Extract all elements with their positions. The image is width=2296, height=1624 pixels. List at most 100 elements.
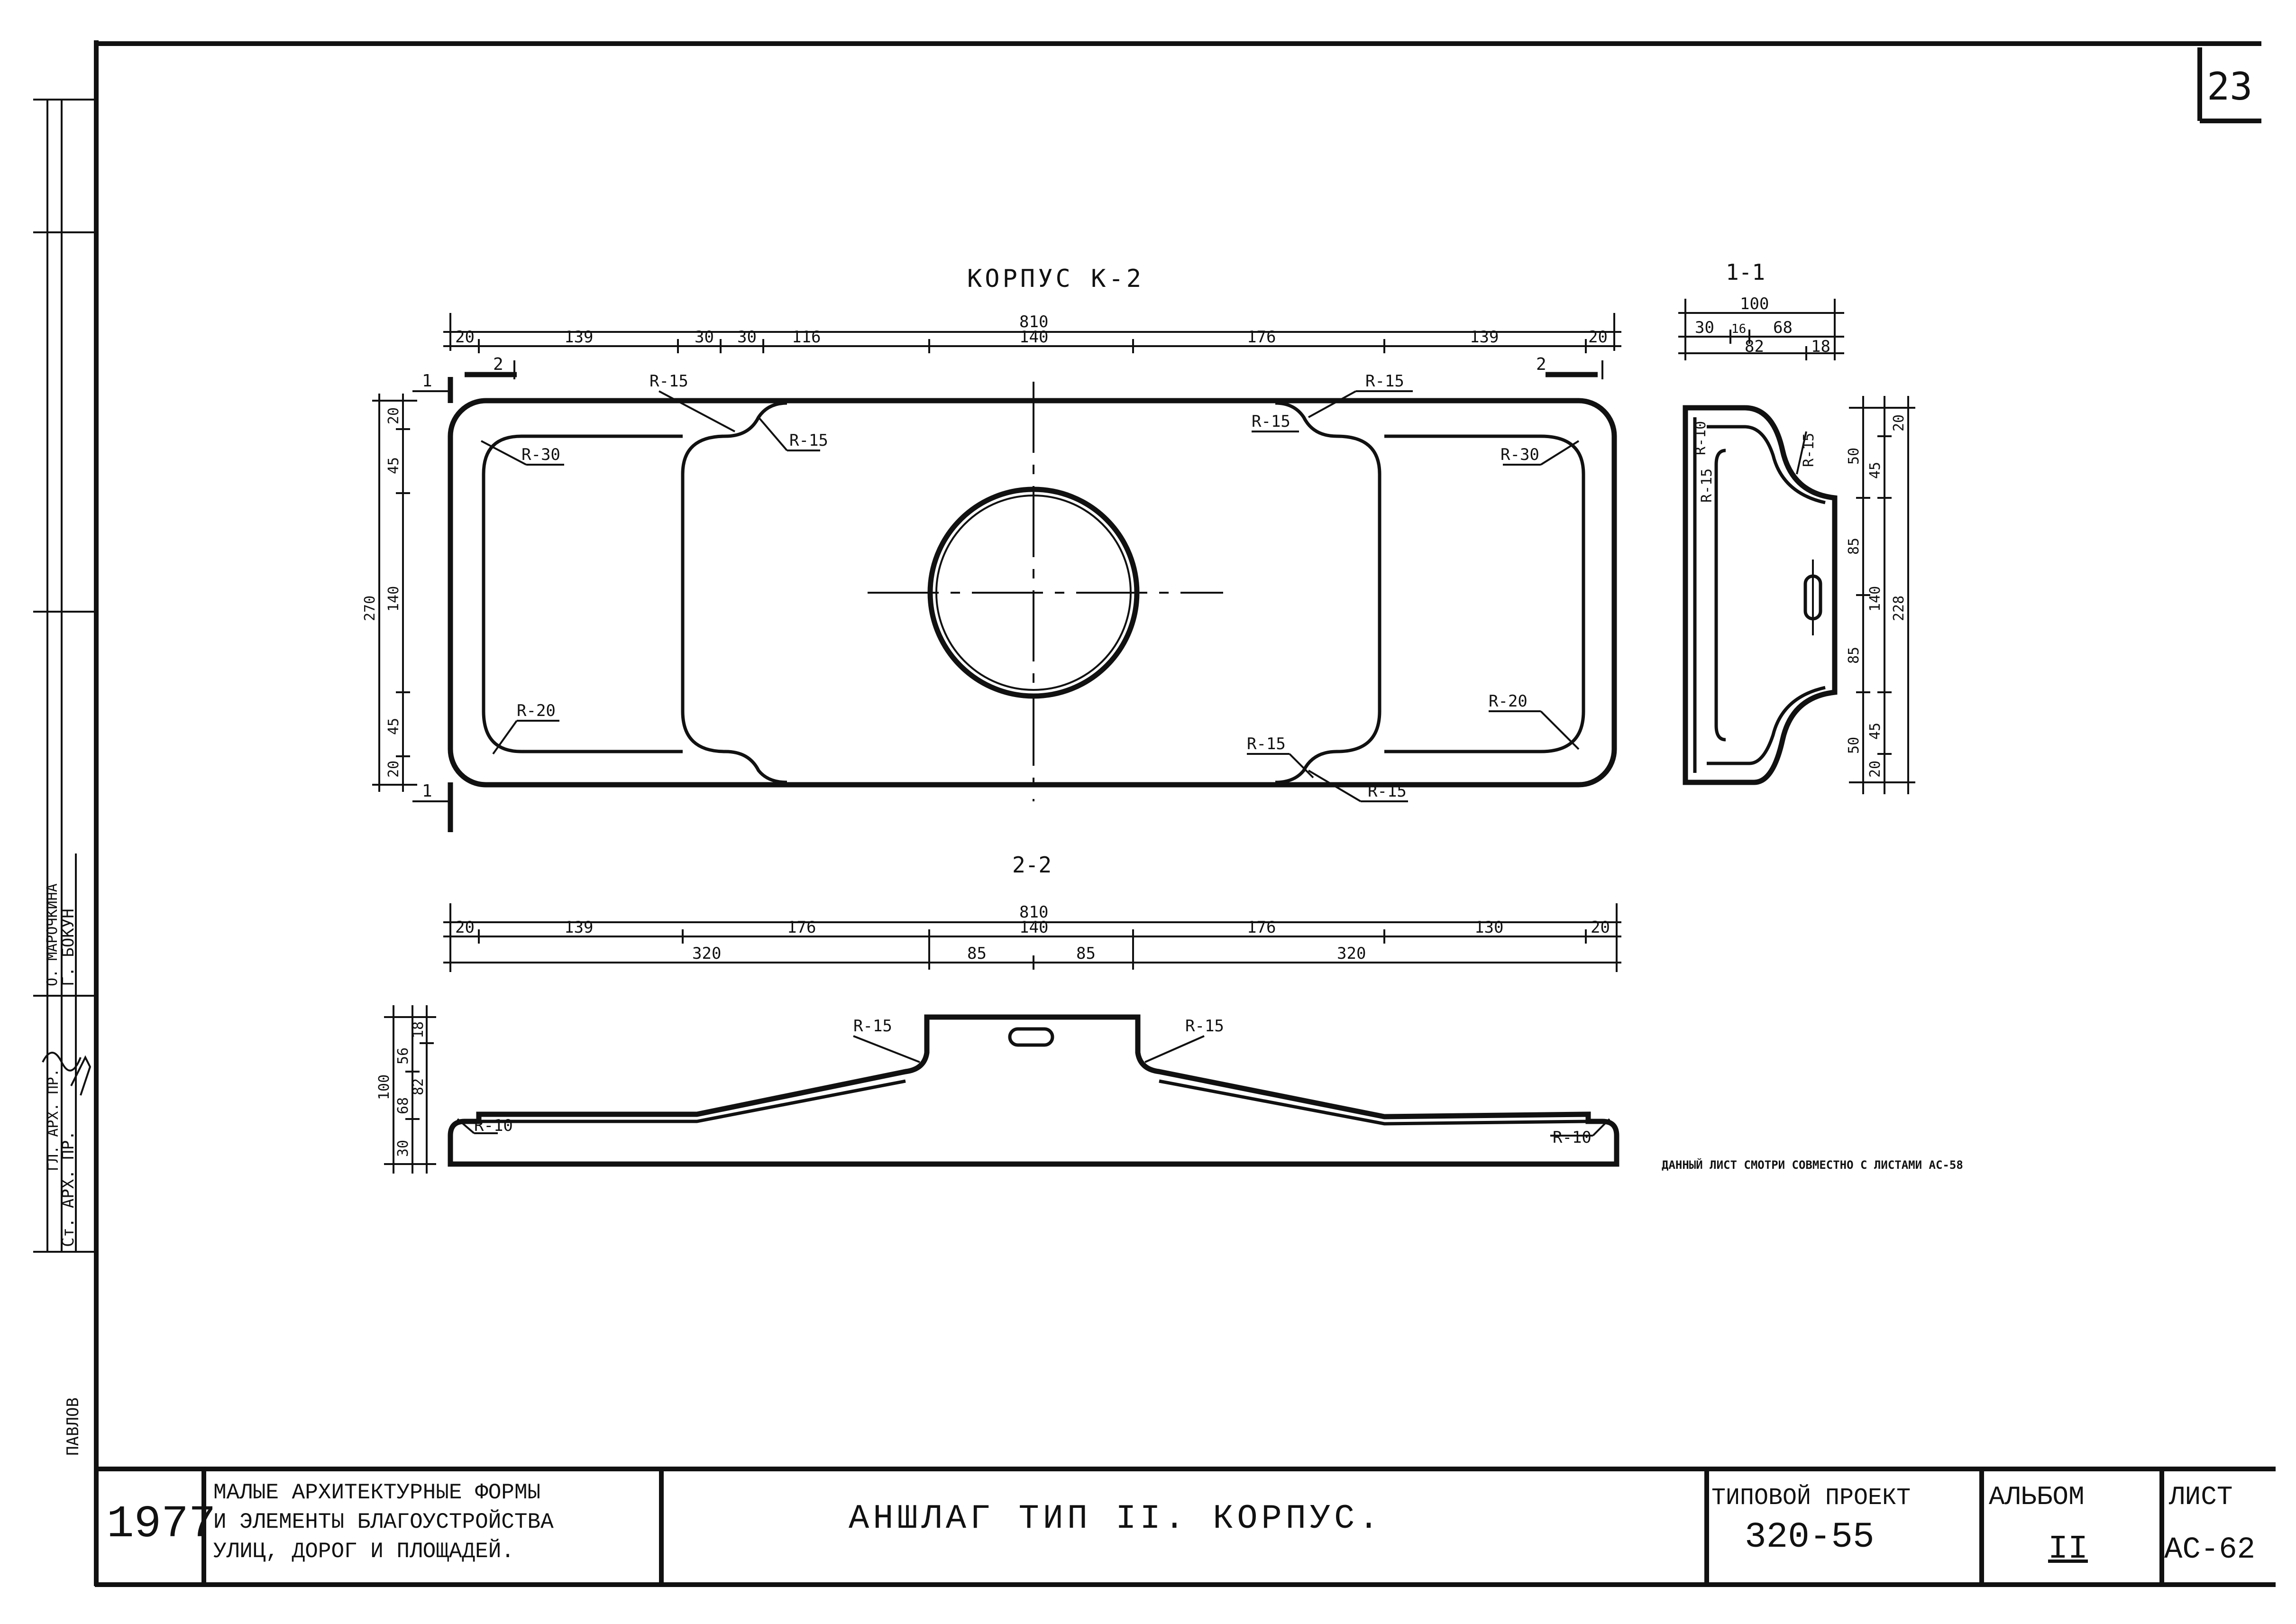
sec2-dim-left-2: 56 <box>395 1047 412 1064</box>
signature-2 <box>70 1055 91 1096</box>
stamp-type-project-number: 320-55 <box>1745 1517 1875 1558</box>
sheet-frame <box>33 40 2276 1587</box>
side-name-1: Г. БОКУН <box>59 908 78 986</box>
signature-1 <box>42 1052 82 1072</box>
plan-radius-9: R-15 <box>1247 734 1286 753</box>
section-1-1-view <box>1683 405 1838 785</box>
side-name-2: О. МАРОЧКИНА <box>44 883 61 986</box>
sec1-dim-top-1: 100 <box>1740 294 1769 313</box>
plan-radius-3: R-30 <box>521 445 560 464</box>
plan-radius-5: R-15 <box>1365 372 1404 391</box>
plan-dim-top-1: 20 <box>455 328 475 347</box>
side-role-2: ГЛ. АРХ. ПР. <box>45 1068 62 1171</box>
sec1-dim-top-5: 82 <box>1745 337 1764 356</box>
plan-dim-top-7: 176 <box>1247 328 1276 347</box>
section-1-1-title: 1-1 <box>1726 259 1765 285</box>
main-view-title: КОРПУС К-2 <box>967 265 1144 293</box>
plan-dim-left-1: 20 <box>385 407 402 424</box>
sec2-dim-r2-2: 85 <box>967 944 987 963</box>
sec2-dim-r2-3: 85 <box>1076 944 1096 963</box>
stamp-sheet-label: ЛИСТ <box>2168 1482 2232 1512</box>
side-role-1: Ст. АРХ. ПР. <box>59 1130 78 1247</box>
stamp-sheet-title: АНШЛАГ ТИП II. КОРПУС. <box>849 1499 1383 1538</box>
sec2-dim-left-4: 30 <box>395 1140 412 1157</box>
stamp-album-number: II <box>2048 1531 2088 1568</box>
section-2-2-dim-lines <box>443 903 1621 972</box>
section-2-2-left-dim-lines <box>384 1005 436 1174</box>
section-2-2-radius-leaders <box>457 1035 1610 1137</box>
stamp-desc-3: УЛИЦ, ДОРОГ И ПЛОЩАДЕЙ. <box>213 1539 514 1564</box>
stamp-type-project-label: ТИПОВОЙ ПРОЕКТ <box>1711 1484 1911 1512</box>
section-2-2-title: 2-2 <box>1012 852 1052 878</box>
sec2-dim-overall: 810 <box>1019 903 1048 922</box>
sec2-radius-3: R-10 <box>474 1116 513 1135</box>
stamp-album-label: АЛЬБОМ <box>1989 1482 2085 1512</box>
drawing-note: ДАННЫЙ ЛИСТ СМОТРИ СОВМЕСТНО С ЛИСТАМИ А… <box>1662 1158 1963 1172</box>
sec1-dim-right-4: 85 <box>1846 538 1862 555</box>
plan-dim-top-4: 30 <box>737 328 757 347</box>
plan-dim-overall: 810 <box>1019 312 1048 331</box>
sec1-dim-right-8: 50 <box>1846 737 1862 754</box>
sec1-dim-right-2: 45 <box>1867 462 1884 479</box>
plan-radius-6: R-15 <box>1252 412 1290 431</box>
sec2-dim-left-3: 18 <box>410 1021 427 1038</box>
plan-dim-left-overall: 270 <box>362 596 378 621</box>
sec2-dim-r1-3: 176 <box>787 918 816 937</box>
sec1-dim-right-7: 85 <box>1846 647 1862 664</box>
stamp-sheet-code: АС-62 <box>2164 1533 2255 1567</box>
plan-radius-2: R-15 <box>789 431 828 450</box>
sec2-dim-left-1: 100 <box>376 1074 393 1100</box>
sec2-dim-r1-4: 140 <box>1019 918 1048 937</box>
sheet-number: 23 <box>2207 64 2252 109</box>
plan-dim-top-8: 139 <box>1470 328 1499 347</box>
stamp-desc-2: И ЭЛЕМЕНТЫ БЛАГОУСТРОЙСТВА <box>213 1509 554 1534</box>
sec2-radius-4: R-10 <box>1553 1128 1592 1147</box>
plan-radius-leaders <box>481 390 1580 802</box>
plan-dim-left-5: 20 <box>385 761 402 778</box>
sec1-dim-top-6: 18 <box>1811 337 1830 356</box>
sec2-dim-r1-2: 139 <box>564 918 593 937</box>
sec2-dim-r2-1: 320 <box>692 944 721 963</box>
plan-radius-8: R-20 <box>1489 692 1528 711</box>
plan-dim-top-3: 30 <box>695 328 714 347</box>
sec2-radius-2: R-15 <box>1185 1017 1224 1036</box>
title-block <box>201 1469 2164 1585</box>
sec1-dim-right-10: 20 <box>1867 761 1884 778</box>
plan-view <box>412 360 1617 832</box>
plan-radius-10: R-15 <box>1368 782 1407 801</box>
sec2-dim-left-6: 82 <box>410 1078 427 1095</box>
sec1-dim-right-3: 20 <box>1891 414 1907 431</box>
plan-left-dim-lines <box>372 394 417 792</box>
plan-section-mark-2-right: 2 <box>1536 355 1546 374</box>
plan-radius-4: R-20 <box>517 701 556 720</box>
sec2-dim-r1-6: 130 <box>1474 918 1503 937</box>
sec1-dim-right-5: 140 <box>1867 586 1884 612</box>
plan-dim-left-2: 45 <box>385 457 402 474</box>
sec1-radius-3: R-15 <box>1801 433 1817 467</box>
sec1-radius-2: R-15 <box>1699 468 1715 503</box>
sec2-dim-r1-7: 20 <box>1591 918 1610 937</box>
stamp-desc-1: МАЛЫЕ АРХИТЕКТУРНЫЕ ФОРМЫ <box>213 1480 540 1505</box>
plan-section-mark-2-left: 2 <box>493 355 503 374</box>
plan-dim-left-4: 45 <box>385 718 402 735</box>
section-1-1-right-dim-lines <box>1849 396 1915 794</box>
sec1-dim-top-2: 30 <box>1695 318 1714 337</box>
side-name-3: ПАВЛОВ <box>64 1397 82 1456</box>
sec2-dim-r1-5: 176 <box>1247 918 1276 937</box>
sec1-radius-leader-2 <box>1796 431 1807 475</box>
sec2-dim-r2-4: 320 <box>1337 944 1366 963</box>
sec1-dim-top-4: 68 <box>1773 318 1793 337</box>
section-2-2-view <box>448 1014 1619 1167</box>
plan-section-mark-1-bottom: 1 <box>422 781 432 801</box>
plan-dim-top-5: 116 <box>792 328 821 347</box>
sec1-dim-right-1: 50 <box>1846 448 1862 465</box>
sec2-dim-r1-1: 20 <box>455 918 475 937</box>
plan-radius-1: R-15 <box>649 372 688 391</box>
plan-dim-left-3: 140 <box>385 586 402 612</box>
sec1-dim-right-9: 45 <box>1867 723 1884 740</box>
plan-radius-7: R-30 <box>1500 445 1539 464</box>
plan-top-dim-lines <box>443 313 1621 353</box>
sec2-dim-left-5: 68 <box>395 1097 412 1114</box>
plan-section-mark-1-top: 1 <box>422 371 432 391</box>
